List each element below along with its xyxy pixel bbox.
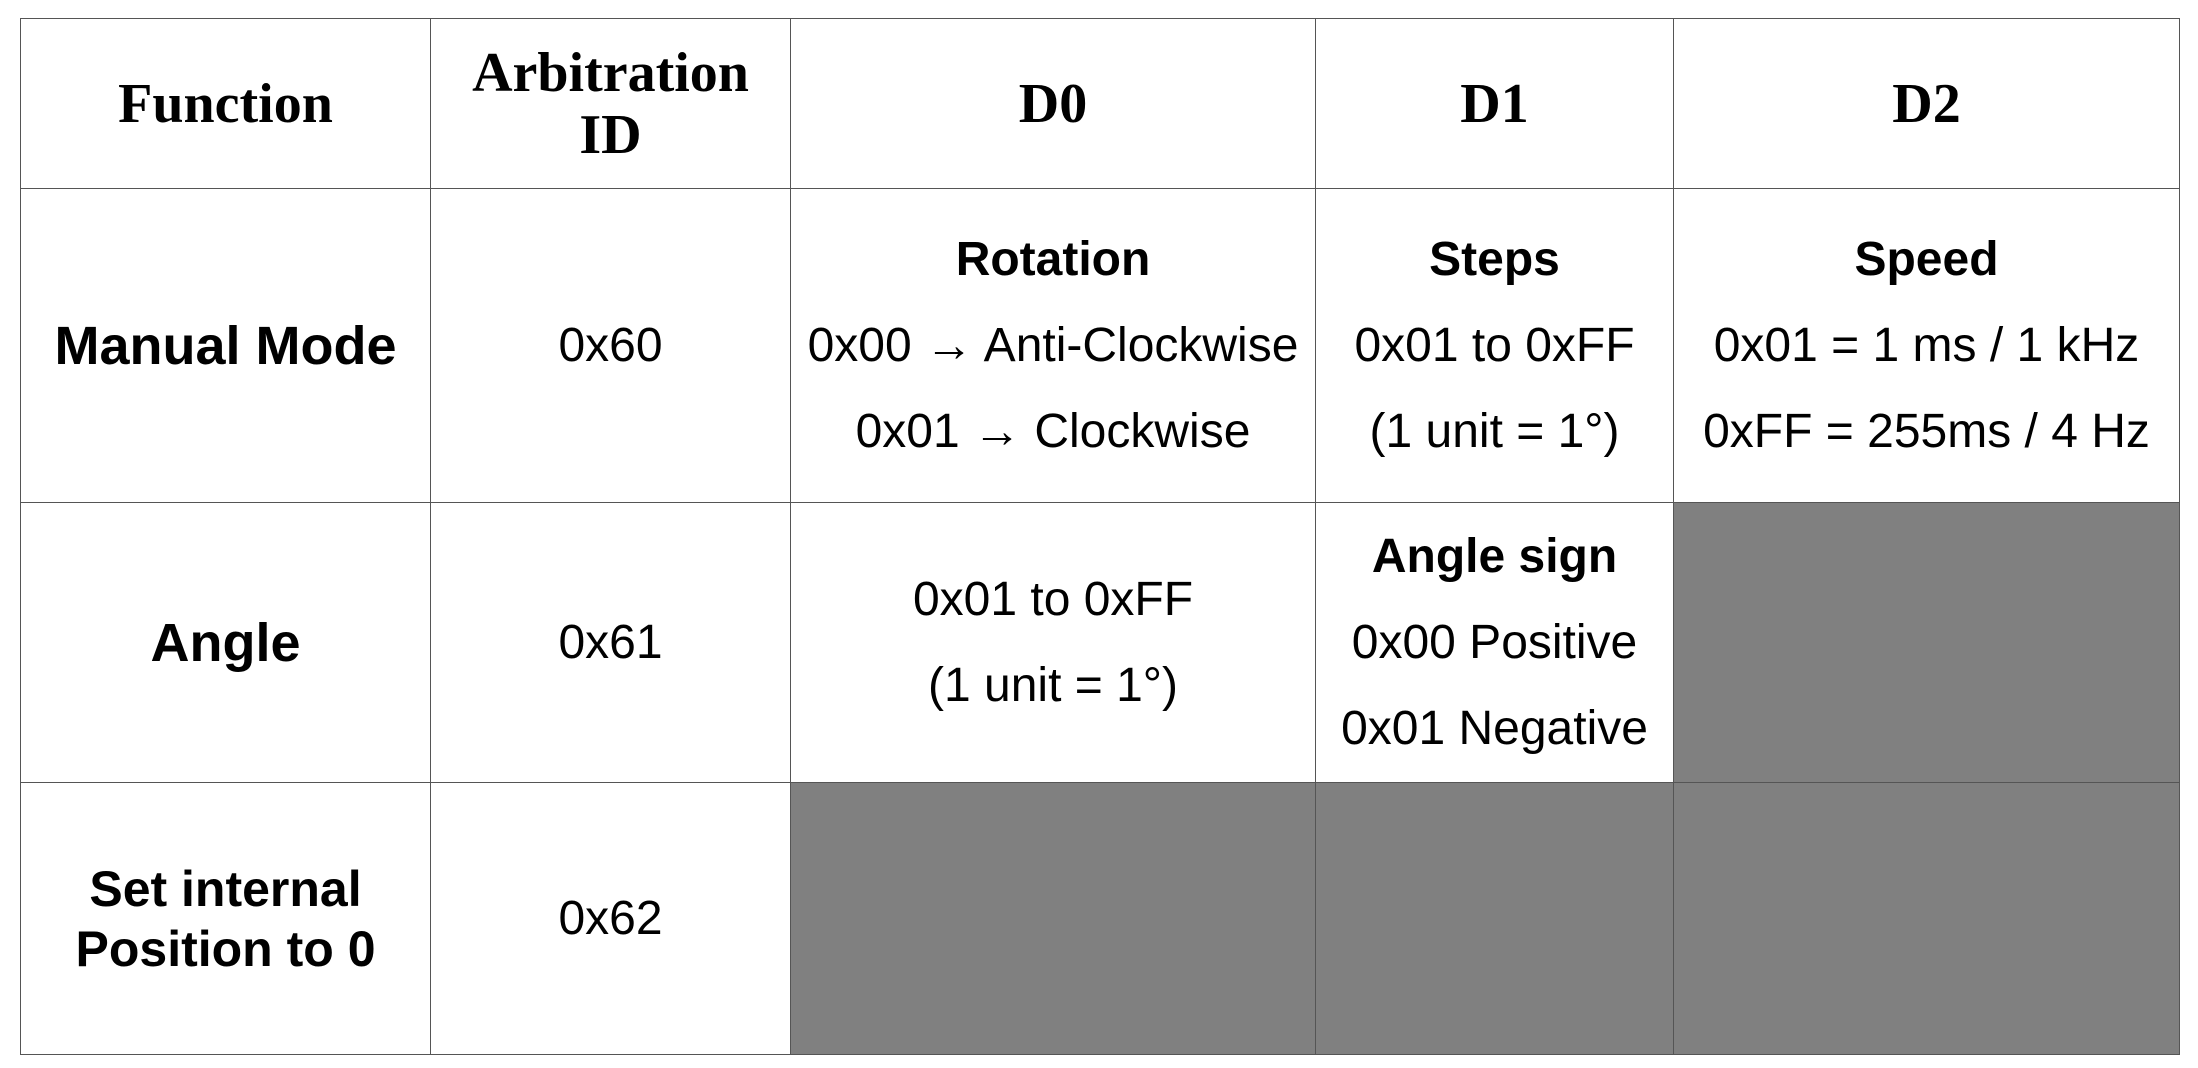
unused-cell [790, 782, 1316, 1055]
arbitration-id-cell: 0x62 [430, 782, 791, 1055]
header-function: Function [20, 18, 431, 189]
unused-cell [1673, 502, 2180, 783]
table-header-row: Function Arbitration ID D0 D1 D2 [20, 18, 2180, 189]
d2-cell: Speed 0x01 = 1 ms / 1 kHz 0xFF = 255ms /… [1673, 188, 2180, 503]
table-row-set-position: Set internal Position to 0 0x62 [20, 782, 2180, 1055]
can-command-table: Function Arbitration ID D0 D1 D2 Manual … [20, 18, 2180, 1055]
unused-cell [1673, 782, 2180, 1055]
d2-line: 0xFF = 255ms / 4 Hz [1703, 404, 2150, 458]
d1-line: 0x01 Negative [1341, 701, 1648, 755]
function-label-line: Position to 0 [75, 920, 376, 977]
function-cell: Manual Mode [20, 188, 431, 503]
d1-cell: Steps 0x01 to 0xFF (1 unit = 1°) [1315, 188, 1674, 503]
function-label: Angle [150, 612, 301, 673]
d0-cell: Rotation 0x00 → Anti-Clockwise 0x01 → Cl… [790, 188, 1316, 503]
header-arbitration-id-label: Arbitration ID [472, 41, 749, 166]
d1-title: Angle sign [1371, 529, 1618, 583]
d0-cell: 0x01 to 0xFF (1 unit = 1°) [790, 502, 1316, 783]
d1-title: Steps [1429, 232, 1560, 286]
unused-cell [1315, 782, 1674, 1055]
d1-cell: Angle sign 0x00 Positive 0x01 Negative [1315, 502, 1674, 783]
d2-title: Speed [1854, 232, 1999, 286]
function-label-line: Set internal [89, 860, 362, 917]
arbitration-id-cell: 0x60 [430, 188, 791, 503]
d0-line: 0x01 → Clockwise [855, 404, 1251, 458]
header-d0: D0 [790, 18, 1316, 189]
d2-line: 0x01 = 1 ms / 1 kHz [1713, 318, 2140, 372]
arbitration-id-cell: 0x61 [430, 502, 791, 783]
function-cell: Angle [20, 502, 431, 783]
arbitration-id-value: 0x61 [558, 616, 663, 669]
table-row-manual-mode: Manual Mode 0x60 Rotation 0x00 → Anti-Cl… [20, 188, 2180, 503]
d1-line: (1 unit = 1°) [1369, 404, 1620, 458]
table-row-angle: Angle 0x61 0x01 to 0xFF (1 unit = 1°) An… [20, 502, 2180, 783]
arbitration-id-value: 0x60 [558, 319, 663, 372]
header-d1: D1 [1315, 18, 1674, 189]
function-label: Manual Mode [54, 315, 397, 376]
header-arbitration-id: Arbitration ID [430, 18, 791, 189]
d0-line: (1 unit = 1°) [928, 658, 1178, 712]
d1-line: 0x01 to 0xFF [1354, 318, 1635, 372]
arbitration-id-value: 0x62 [558, 892, 663, 945]
d0-title: Rotation [955, 232, 1151, 286]
d0-line: 0x01 to 0xFF [912, 572, 1194, 626]
header-d2: D2 [1673, 18, 2180, 189]
function-cell: Set internal Position to 0 [20, 782, 431, 1055]
d1-line: 0x00 Positive [1351, 615, 1638, 669]
d0-line: 0x00 → Anti-Clockwise [807, 318, 1299, 372]
